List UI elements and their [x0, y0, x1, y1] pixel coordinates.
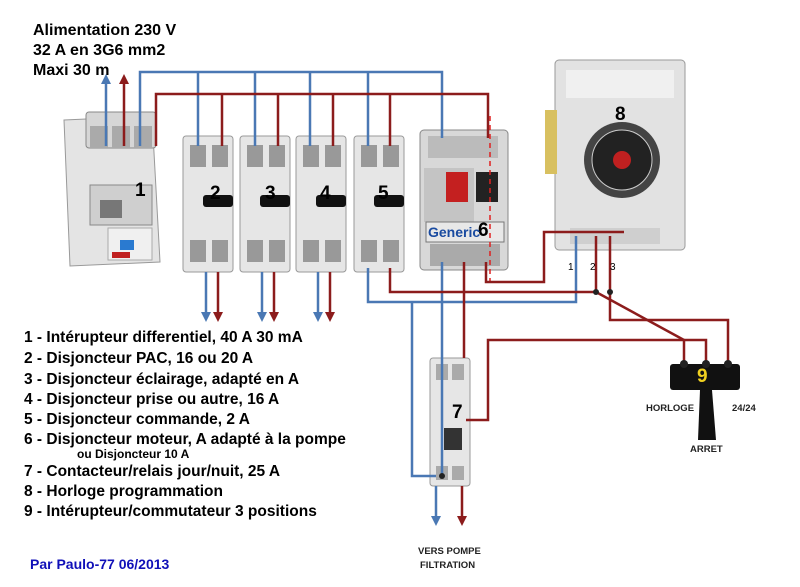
clock-terminal-1: 1 — [568, 262, 574, 273]
terminal-dots — [439, 289, 732, 479]
legend-item-1: 1 - Intérupteur differentiel, 40 A 30 mA — [24, 329, 303, 346]
legend-item-2: 2 - Disjoncteur PAC, 16 ou 20 A — [24, 350, 254, 367]
legend-item-8: 8 - Horloge programmation — [24, 483, 223, 500]
switch-label-arret: ARRET — [690, 444, 723, 455]
legend-item-6: 6 - Disjoncteur moteur, A adapté à la po… — [24, 431, 346, 448]
supply-title: Alimentation 230 V — [33, 22, 177, 39]
legend-item-5: 5 - Disjoncteur commande, 2 A — [24, 411, 250, 428]
component-number-9: 9 — [697, 366, 708, 387]
contactor-7 — [429, 357, 471, 487]
clock-terminal-2: 2 — [590, 262, 596, 273]
differential-switch-1 — [63, 111, 161, 267]
legend-item-9: 9 - Intérupteur/commutateur 3 positions — [24, 503, 317, 520]
supply-cable: 32 A en 3G6 mm2 — [33, 42, 166, 59]
motor-breaker-6 — [419, 116, 509, 286]
motor-breaker-brand: Generic — [428, 224, 481, 240]
breaker-2 — [182, 135, 234, 273]
switch-label-horloge: HORLOGE — [646, 403, 695, 414]
component-number-3: 3 — [265, 183, 276, 204]
legend-item-4: 4 - Disjoncteur prise ou autre, 16 A — [24, 391, 280, 408]
component-number-6: 6 — [478, 220, 489, 241]
selector-switch-9 — [670, 364, 740, 440]
component-number-7: 7 — [452, 402, 463, 423]
pump-label-line2: FILTRATION — [420, 560, 476, 571]
timer-clock-8 — [545, 59, 686, 251]
supply-max-length: Maxi 30 m — [33, 62, 110, 79]
legend-item-7: 7 - Contacteur/relais jour/nuit, 25 A — [24, 463, 281, 480]
clock-terminal-3: 3 — [610, 262, 616, 273]
neutral-wires — [104, 70, 578, 520]
breaker-4 — [295, 135, 347, 273]
legend-item-3: 3 - Disjoncteur éclairage, adapté en A — [24, 371, 300, 388]
component-number-8: 8 — [615, 104, 626, 125]
pump-label-line1: VERS POMPE — [418, 546, 481, 557]
component-number-1: 1 — [135, 180, 146, 201]
breaker-5 — [353, 135, 405, 273]
switch-label-24-24: 24/24 — [732, 403, 756, 414]
phase-wires — [122, 78, 730, 520]
component-number-2: 2 — [210, 183, 221, 204]
arrowheads — [101, 74, 467, 526]
breaker-3 — [239, 135, 291, 273]
legend-item-6-sub: ou Disjoncteur 10 A — [77, 447, 190, 461]
component-number-5: 5 — [378, 183, 389, 204]
author-credit: Par Paulo-77 06/2013 — [30, 556, 170, 572]
component-number-4: 4 — [320, 183, 331, 204]
